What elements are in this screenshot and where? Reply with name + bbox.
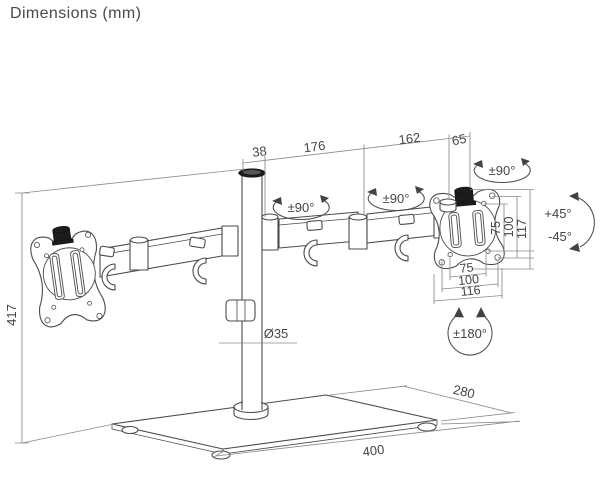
dim-label-vesa-h-75: 75 [459,260,474,275]
vesa-horizontal-dimensions [433,254,503,304]
swivel-indicator-head [473,158,531,184]
rotation-arrow-icon [320,195,329,203]
rotation-arrow-icon [473,160,483,168]
cable-clip [192,257,207,285]
dim-label-vesa-v-75: 75 [489,221,503,235]
dim-label-pole-diameter: Ø35 [264,326,289,341]
dim-label-vesa-width-116: 116 [460,283,481,299]
height-dimension [15,168,246,444]
arm-clip-tab [398,213,415,225]
dim-label-base-width: 400 [362,442,385,460]
arm-clip-tab [306,219,323,231]
dim-label-stand-height: 417 [4,304,19,326]
left-vesa-plate [28,226,107,328]
cable-clip [394,234,409,262]
label-tilt-up: +45° [544,206,571,221]
left-arm-joint [129,239,149,271]
cable-clip [303,239,318,267]
dim-label-vesa-height-117: 117 [515,219,529,239]
pole-cable-clip [225,299,256,322]
page-title: Dimensions (mm) [10,5,142,22]
label-swivel-joint2: ±90° [383,191,410,206]
elbow-joint [348,216,368,250]
rotation-arrow-icon [476,307,486,318]
arm-clip-tab [189,236,206,249]
rotate-180-indicator [447,307,493,356]
dim-label-arm-segment1: 176 [303,138,326,156]
rotation-arrow-icon [415,186,424,194]
rotation-arrow-icon [454,307,464,318]
dim-label-pole-top-width: 38 [251,143,267,160]
dim-label-head-offset: 65 [450,131,467,149]
dim-label-vesa-v-100: 100 [502,217,516,238]
rotation-arrow-icon [272,197,282,205]
pole-arm-joint [221,213,279,257]
arm-clip-tab [99,245,115,258]
left-arm [99,227,223,291]
dimension-lines [15,132,534,458]
tilt-arrow-icon [569,243,580,252]
cable-clip [101,263,116,291]
rotation-arrow-icon [521,158,530,166]
label-swivel-head: ±90° [489,163,516,178]
vesa-vertical-dimensions [470,189,534,270]
head-joint-cap [439,198,457,213]
label-rotate-vesa: ±180° [453,326,487,341]
swivel-indicator-joint1 [272,195,330,221]
top-dimension-chain [242,132,471,217]
label-swivel-joint1: ±90° [288,200,315,215]
pole [225,168,266,410]
rotation-arrow-icon [367,188,377,196]
tilt-indicator [569,192,595,252]
dim-label-vesa-h-100: 100 [457,272,479,288]
right-arm [278,203,455,267]
tilt-arrow-icon [569,192,579,201]
dim-label-arm-segment2: 162 [398,130,421,148]
swivel-indicator-joint2 [367,186,425,212]
label-tilt-down: -45° [548,229,572,244]
base-dimensions [213,385,521,458]
base-foot [121,425,139,435]
dim-label-base-depth: 280 [452,382,477,401]
base-foot [417,422,437,432]
